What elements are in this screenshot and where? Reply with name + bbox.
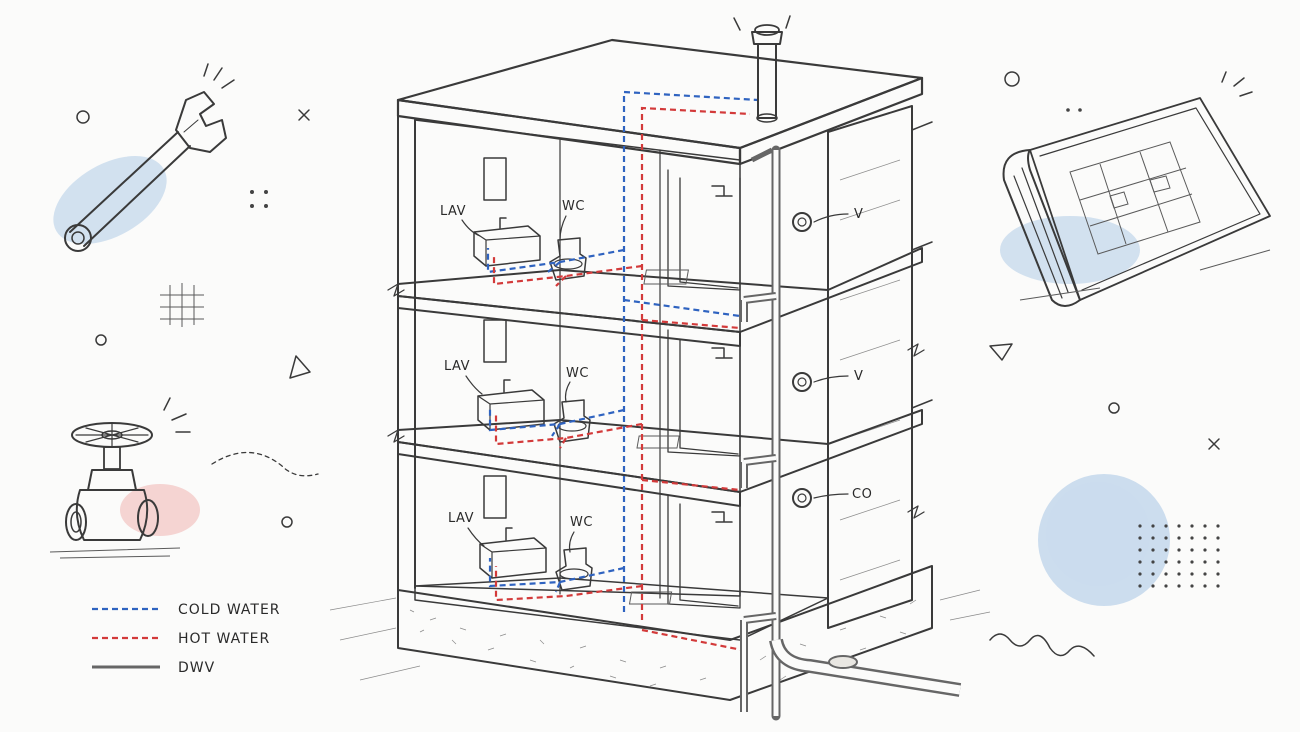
dot-grid-dot <box>1138 560 1142 564</box>
cleanout-label: CO <box>852 487 872 502</box>
lav-label-floor-3: LAV <box>448 511 474 526</box>
vent-label-floor-1: V <box>854 207 863 222</box>
doodle-circle <box>76 110 90 124</box>
dot-grid-dot <box>1177 560 1181 564</box>
dot-grid-dot <box>1138 584 1142 588</box>
dot-grid-dot <box>1190 572 1194 576</box>
dot-grid-dot <box>1177 536 1181 540</box>
dot-grid <box>1138 524 1220 588</box>
dot-grid-dot <box>1151 536 1155 540</box>
cold-water-piping <box>486 90 759 612</box>
lav-label-floor-1: LAV <box>440 204 466 219</box>
dot-grid-dot <box>1203 584 1207 588</box>
dot-grid-dot <box>1190 548 1194 552</box>
legend-hot-water-label: HOT WATER <box>178 631 270 647</box>
dot-grid-dot <box>1203 536 1207 540</box>
dot-grid-dot <box>1203 572 1207 576</box>
dot-grid-dot <box>1151 524 1155 528</box>
dot-grid-dot <box>1190 560 1194 564</box>
dot-grid-dot <box>1216 560 1220 564</box>
dot-grid-dot <box>1164 572 1168 576</box>
hot-water-piping <box>492 106 751 652</box>
dot-grid-dot <box>1216 524 1220 528</box>
dot-grid-dot <box>1151 584 1155 588</box>
dot-grid-dot <box>1151 548 1155 552</box>
dot-grid-dot <box>1177 572 1181 576</box>
dot-grid-dot <box>1164 560 1168 564</box>
dwv-stack <box>740 145 962 721</box>
foundation <box>397 565 933 701</box>
dot-grid-dot <box>1138 536 1142 540</box>
doodle-circle <box>1004 71 1020 87</box>
stack-labels: V V CO <box>813 207 872 502</box>
watercolor-circle <box>1038 474 1170 606</box>
doodle-circle <box>95 334 107 346</box>
dot-grid-dot <box>1151 572 1155 576</box>
doodle-triangle <box>289 355 311 379</box>
dot-grid-dot <box>1216 548 1220 552</box>
legend-cold-water-label: COLD WATER <box>178 602 281 618</box>
vent-label-floor-2: V <box>854 369 863 384</box>
wc-label-floor-3: WC <box>570 515 593 530</box>
dot-grid-dot <box>1177 548 1181 552</box>
wrench-icon <box>53 63 235 252</box>
shower-stalls <box>628 169 741 609</box>
legend: COLD WATER HOT WATER DWV <box>92 602 281 676</box>
legend-hot-water: HOT WATER <box>92 631 270 647</box>
roof-slab <box>396 38 924 150</box>
dot-grid-dot <box>1138 548 1142 552</box>
doodle-x <box>298 109 310 121</box>
doodle-triangle <box>989 343 1013 361</box>
dot-grid-dot <box>1151 560 1155 564</box>
dot-grid-dot <box>1203 524 1207 528</box>
dot-grid-dot <box>1164 524 1168 528</box>
blueprint-roll-icon <box>1000 71 1271 307</box>
squiggle <box>989 633 1095 657</box>
dot-grid-dot <box>1216 536 1220 540</box>
dot-grid-dot <box>1216 584 1220 588</box>
fixture-labels: LAV WC LAV WC LAV WC <box>440 199 593 553</box>
dot-grid-dot <box>1216 572 1220 576</box>
wc-label-floor-1: WC <box>562 199 585 214</box>
wc-label-floor-2: WC <box>566 366 589 381</box>
doodle-dots <box>1066 108 1082 112</box>
doodle-circle <box>281 516 293 528</box>
dot-cluster <box>250 190 268 208</box>
doodle-circle <box>1108 402 1120 414</box>
dot-grid-dot <box>1164 536 1168 540</box>
stack-fittings <box>792 212 812 508</box>
dashed-flow-arrow <box>211 451 319 477</box>
dot-grid-dot <box>1138 524 1142 528</box>
vent-cap-icon <box>733 15 791 123</box>
dot-grid-dot <box>1190 584 1194 588</box>
dot-grid-dot <box>1203 548 1207 552</box>
dot-grid-dot <box>1190 524 1194 528</box>
dot-grid-dot <box>1203 560 1207 564</box>
building-cutaway <box>329 15 991 721</box>
doodle-x <box>1208 438 1220 450</box>
dot-grid-dot <box>1164 548 1168 552</box>
legend-cold-water: COLD WATER <box>92 602 281 618</box>
gate-valve-icon <box>49 397 200 559</box>
dot-grid-dot <box>1164 584 1168 588</box>
dot-grid-dot <box>1177 524 1181 528</box>
hash-grid <box>160 283 204 327</box>
lav-label-floor-2: LAV <box>444 359 470 374</box>
side-wall <box>827 105 913 629</box>
legend-dwv: DWV <box>92 660 215 676</box>
legend-dwv-label: DWV <box>178 660 215 676</box>
floor-slab-3 <box>414 577 829 641</box>
dot-grid-dot <box>1138 572 1142 576</box>
dot-grid-dot <box>1177 584 1181 588</box>
dot-grid-dot <box>1190 536 1194 540</box>
